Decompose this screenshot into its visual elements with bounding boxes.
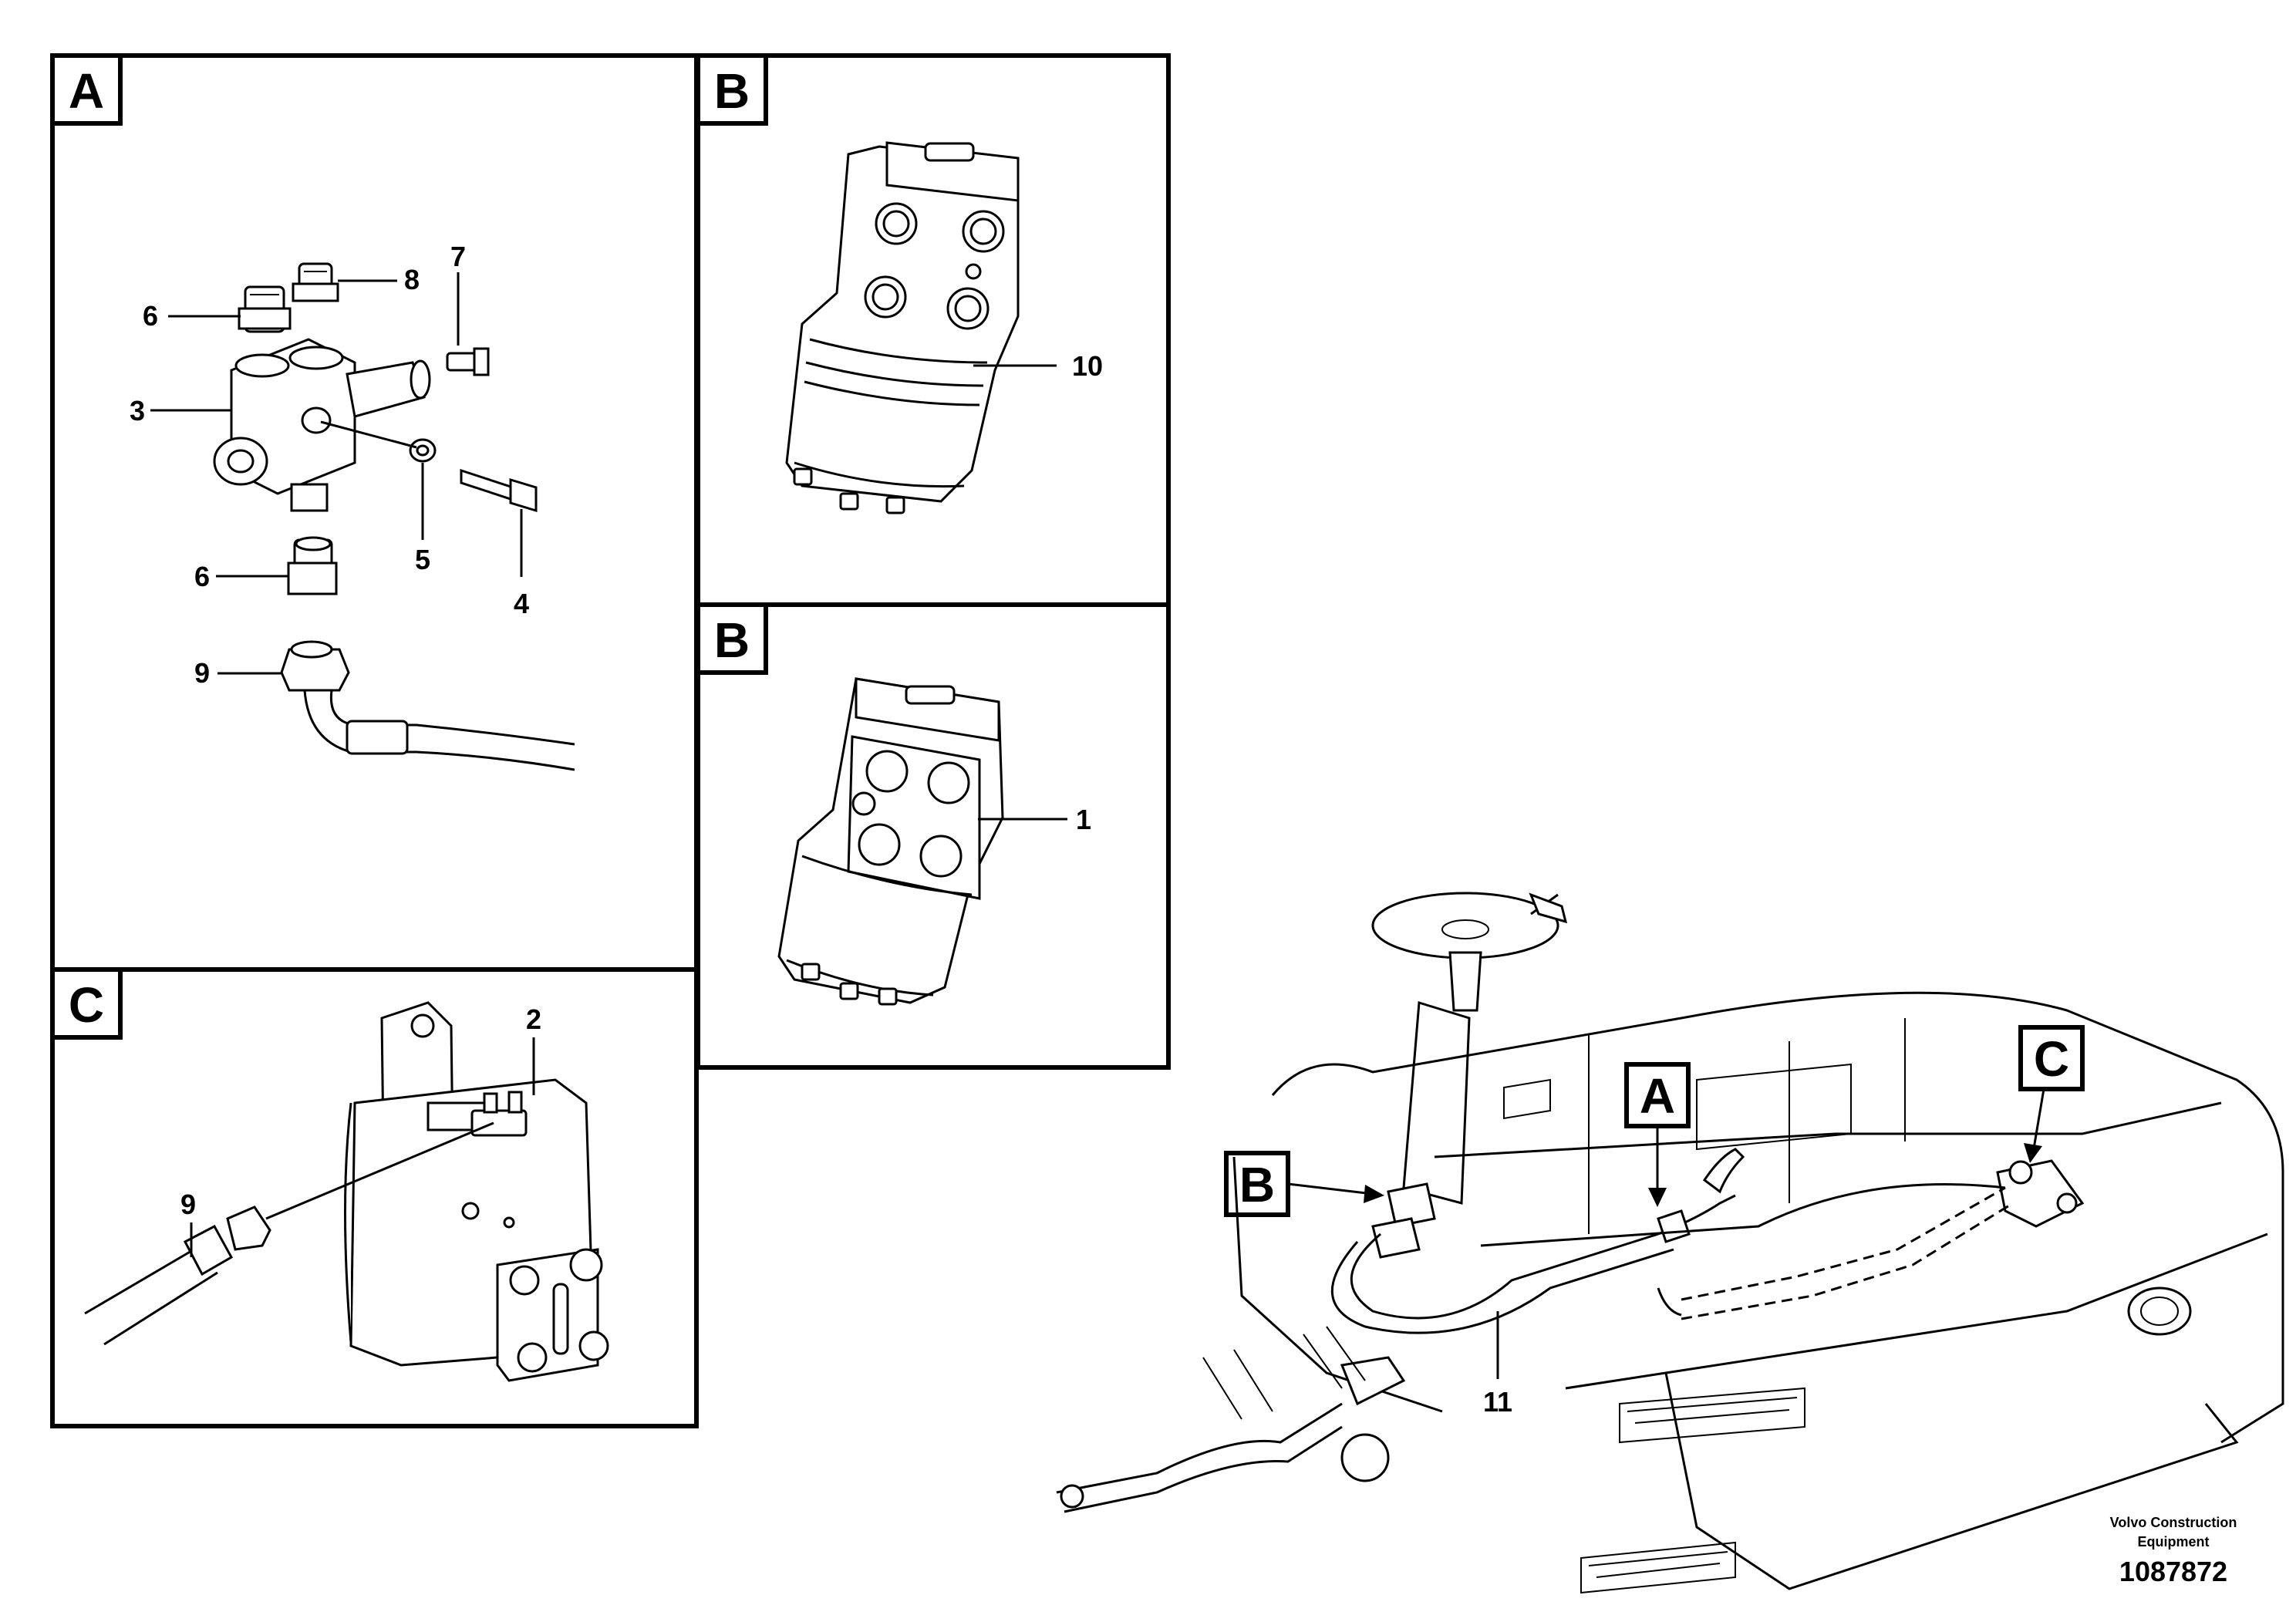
callout-a-6-top: 6	[143, 300, 158, 332]
panel-c-label: C	[69, 977, 104, 1033]
hydraulic-pump	[344, 1001, 609, 1382]
callout-a-7: 7	[450, 241, 466, 272]
panel-a-label: A	[69, 63, 104, 119]
company-name-line2: Equipment	[2138, 1534, 2210, 1549]
company-name-line1: Volvo Construction	[2110, 1515, 2237, 1530]
panel-b-bottom-label-box	[696, 602, 768, 675]
title-block: Volvo Construction Equipment 1087872	[2110, 1515, 2237, 1587]
callout-a-4: 4	[514, 588, 529, 619]
callout-a-9: 9	[194, 657, 210, 689]
panel-b-bottom: B 1	[696, 602, 1171, 1070]
callout-a-5: 5	[415, 544, 430, 575]
steering-unit-10	[785, 141, 1020, 514]
callout-overview-11: 11	[1483, 1386, 1512, 1418]
panel-b-top-label-box	[696, 53, 768, 126]
panel-a-frame	[50, 53, 699, 972]
callout-a-8: 8	[404, 264, 420, 295]
drawing-number: 1087872	[2119, 1556, 2227, 1587]
overview-flag-c: C	[2034, 1031, 2069, 1087]
callout-c-2: 2	[526, 1003, 541, 1035]
panel-b-bottom-label: B	[714, 612, 750, 668]
callout-a-6-bottom: 6	[194, 561, 210, 592]
panel-b-top: B 10	[696, 53, 1171, 607]
panel-a: A	[50, 53, 699, 972]
panel-c-frame	[50, 967, 699, 1428]
callout-a-3: 3	[130, 395, 145, 427]
steering-wheel	[1371, 892, 1559, 959]
hose-9	[84, 1121, 494, 1346]
panel-c-label-box	[50, 967, 123, 1040]
panel-b-top-label: B	[714, 63, 750, 119]
callout-b-10: 10	[1072, 350, 1103, 382]
panel-c: C 2	[50, 967, 699, 1428]
steering-unit-1	[777, 677, 1004, 1006]
overview-flag-b: B	[1239, 1157, 1275, 1212]
callout-b-1: 1	[1076, 804, 1091, 835]
machine-overview: 11 A B C	[1056, 892, 2284, 1594]
steering-valve-block	[213, 262, 575, 771]
panel-a-label-box	[50, 53, 123, 126]
overview-flag-c-box	[2018, 1025, 2085, 1091]
overview-flag-a: A	[1640, 1068, 1675, 1124]
callout-c-9: 9	[180, 1189, 196, 1220]
panel-b-bottom-frame	[696, 602, 1171, 1070]
